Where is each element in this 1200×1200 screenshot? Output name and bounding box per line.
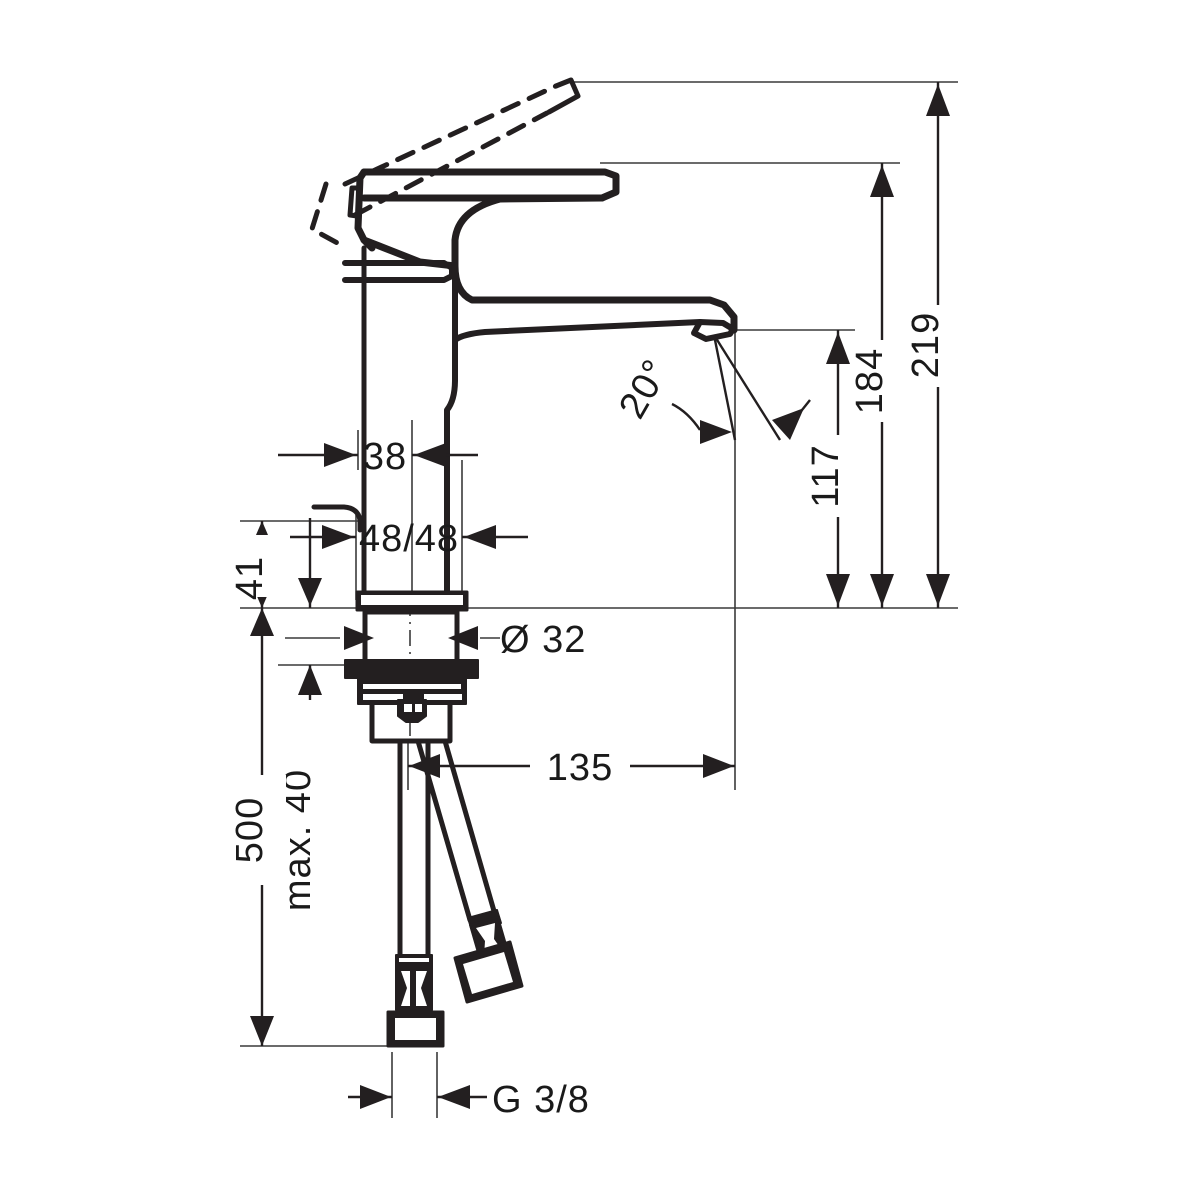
- arrow-184-down: [870, 574, 894, 606]
- arrow-g38-left: [438, 1085, 470, 1109]
- shank-lower-body: [369, 701, 453, 744]
- dimension-41-secondary: [298, 518, 322, 608]
- hose-left-union-nut: [386, 1010, 445, 1048]
- arrow-500-down: [250, 1016, 274, 1046]
- arrow-angle-label: [700, 420, 732, 444]
- dim-angle-text: 20°: [611, 352, 678, 425]
- dimension-spray-angle: 20°: [611, 334, 811, 444]
- shank-body: [362, 609, 460, 667]
- lever-side-notch: [347, 185, 360, 219]
- arrow-38-left: [414, 443, 446, 467]
- arrow-219-down: [926, 574, 950, 606]
- arrow-184-up: [870, 165, 894, 197]
- lever-handle: [354, 168, 620, 270]
- hose-left-crimp: [395, 954, 433, 1011]
- dim-135-text: 135: [547, 747, 613, 789]
- extension-lines: [240, 81, 958, 1118]
- flex-hose-left: [397, 738, 431, 958]
- spout-neck: [444, 337, 458, 603]
- dim-184-text: 184: [849, 348, 891, 414]
- shank-stud: [397, 699, 427, 723]
- arrow-d32-right: [344, 626, 374, 650]
- dimension-135: 135: [408, 742, 735, 790]
- dim-41-text: 41: [229, 556, 271, 600]
- dim-38-text: 38: [363, 436, 407, 478]
- dimension-g38: G 3/8: [348, 1079, 590, 1121]
- dimension-max40: max. 40: [277, 665, 334, 911]
- arrow-135-right: [703, 754, 734, 778]
- dim-4848-text: 48/48: [359, 518, 459, 560]
- dim-g38-text: G 3/8: [492, 1079, 590, 1121]
- dim-d32-text: Ø 32: [500, 619, 586, 661]
- dim-500-text: 500: [229, 797, 271, 863]
- dim-219-text: 219: [905, 312, 947, 378]
- arrow-g38-right: [360, 1085, 391, 1109]
- dimension-500: 500: [229, 608, 286, 1046]
- dimension-117: 117: [805, 330, 860, 608]
- faucet-outline: [309, 77, 738, 1048]
- dimension-219: 219 219: [905, 82, 960, 608]
- dimension-38: 38: [278, 436, 478, 478]
- arrow-219-up: [926, 84, 950, 116]
- dimension-d32: Ø 32: [344, 619, 586, 661]
- escutcheon-hook: [311, 504, 363, 533]
- lever-raised-tip: [546, 77, 581, 115]
- deck-collar: [355, 590, 469, 612]
- arrow-4848-right: [322, 525, 354, 549]
- lever-raised-dashed: [309, 83, 559, 248]
- arrow-41b-down: [298, 578, 322, 606]
- arrow-135-left: [409, 754, 440, 778]
- arrow-4848-left: [464, 525, 496, 549]
- arrow-117-up: [826, 332, 850, 364]
- spout-lower-outline: [452, 263, 736, 343]
- dimension-4848: 48/48: [290, 518, 528, 560]
- dim-117-text: 117: [805, 444, 847, 508]
- arrow-117-down: [826, 574, 850, 606]
- arrow-max40-up: [298, 665, 322, 695]
- arrow-500-up: [250, 608, 274, 636]
- shank-washer: [344, 659, 479, 679]
- lever-base-cap: [342, 260, 455, 283]
- hose-right-union-nut: [453, 940, 524, 1004]
- dimension-41: 41: [229, 521, 282, 608]
- arrow-38-right: [324, 443, 356, 467]
- arrow-d32-left: [448, 626, 478, 650]
- aerator-outlet: [691, 319, 736, 342]
- dimension-184: 184: [849, 163, 904, 608]
